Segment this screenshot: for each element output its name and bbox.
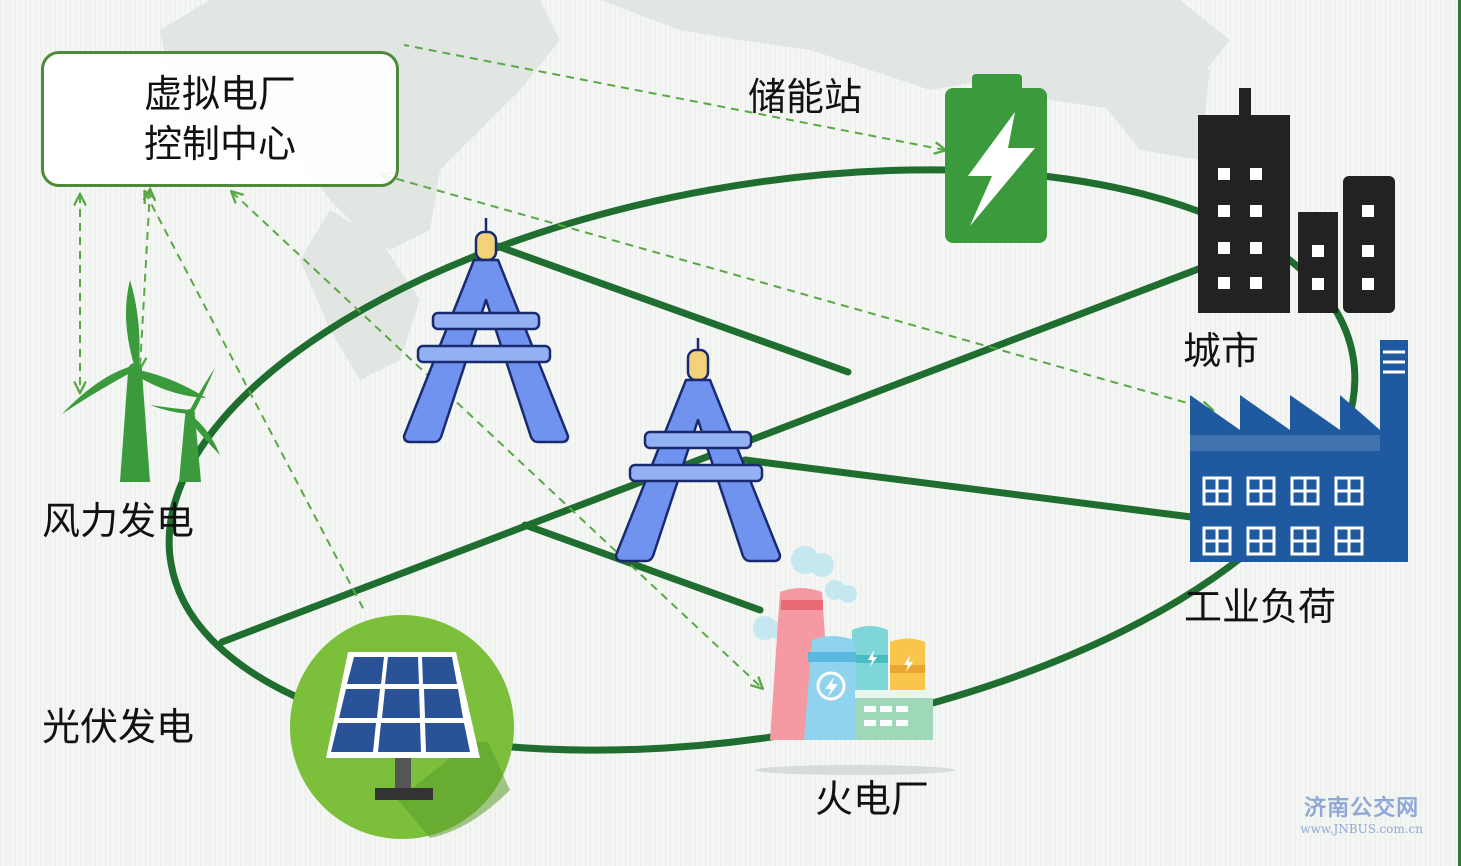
watermark-name: 济南公交网 xyxy=(1304,795,1420,821)
battery-icon xyxy=(945,74,1047,243)
watermark-domain: www.JNBUS.com.cn xyxy=(1300,822,1423,836)
watermark: 济南公交网 www.JNBUS.com.cn xyxy=(1300,790,1423,836)
control-center-line2: 控制中心 xyxy=(143,122,296,166)
label-industrial: 工业负荷 xyxy=(1184,585,1337,629)
link-wind-2 xyxy=(140,190,150,368)
control-center-box: 虚拟电厂 控制中心 xyxy=(41,51,399,187)
transmission-tower-icon xyxy=(614,338,782,563)
transmission-tower-icon xyxy=(402,218,570,444)
solar-panel-icon xyxy=(290,615,514,839)
label-city: 城市 xyxy=(1183,329,1260,373)
label-wind: 风力发电 xyxy=(42,499,195,543)
wind-turbine-icon xyxy=(62,280,220,482)
city-buildings-icon xyxy=(1198,88,1395,313)
label-storage: 储能站 xyxy=(748,75,863,119)
label-thermal: 火电厂 xyxy=(815,777,930,821)
control-center-line1: 虚拟电厂 xyxy=(143,72,296,116)
grid-line-tower2 xyxy=(741,456,1219,524)
control-links xyxy=(80,44,1212,688)
power-plant-icon xyxy=(753,546,955,775)
link-storage xyxy=(403,44,945,150)
factory-icon xyxy=(1190,340,1408,562)
link-thermal xyxy=(232,192,762,688)
label-solar: 光伏发电 xyxy=(42,705,195,749)
